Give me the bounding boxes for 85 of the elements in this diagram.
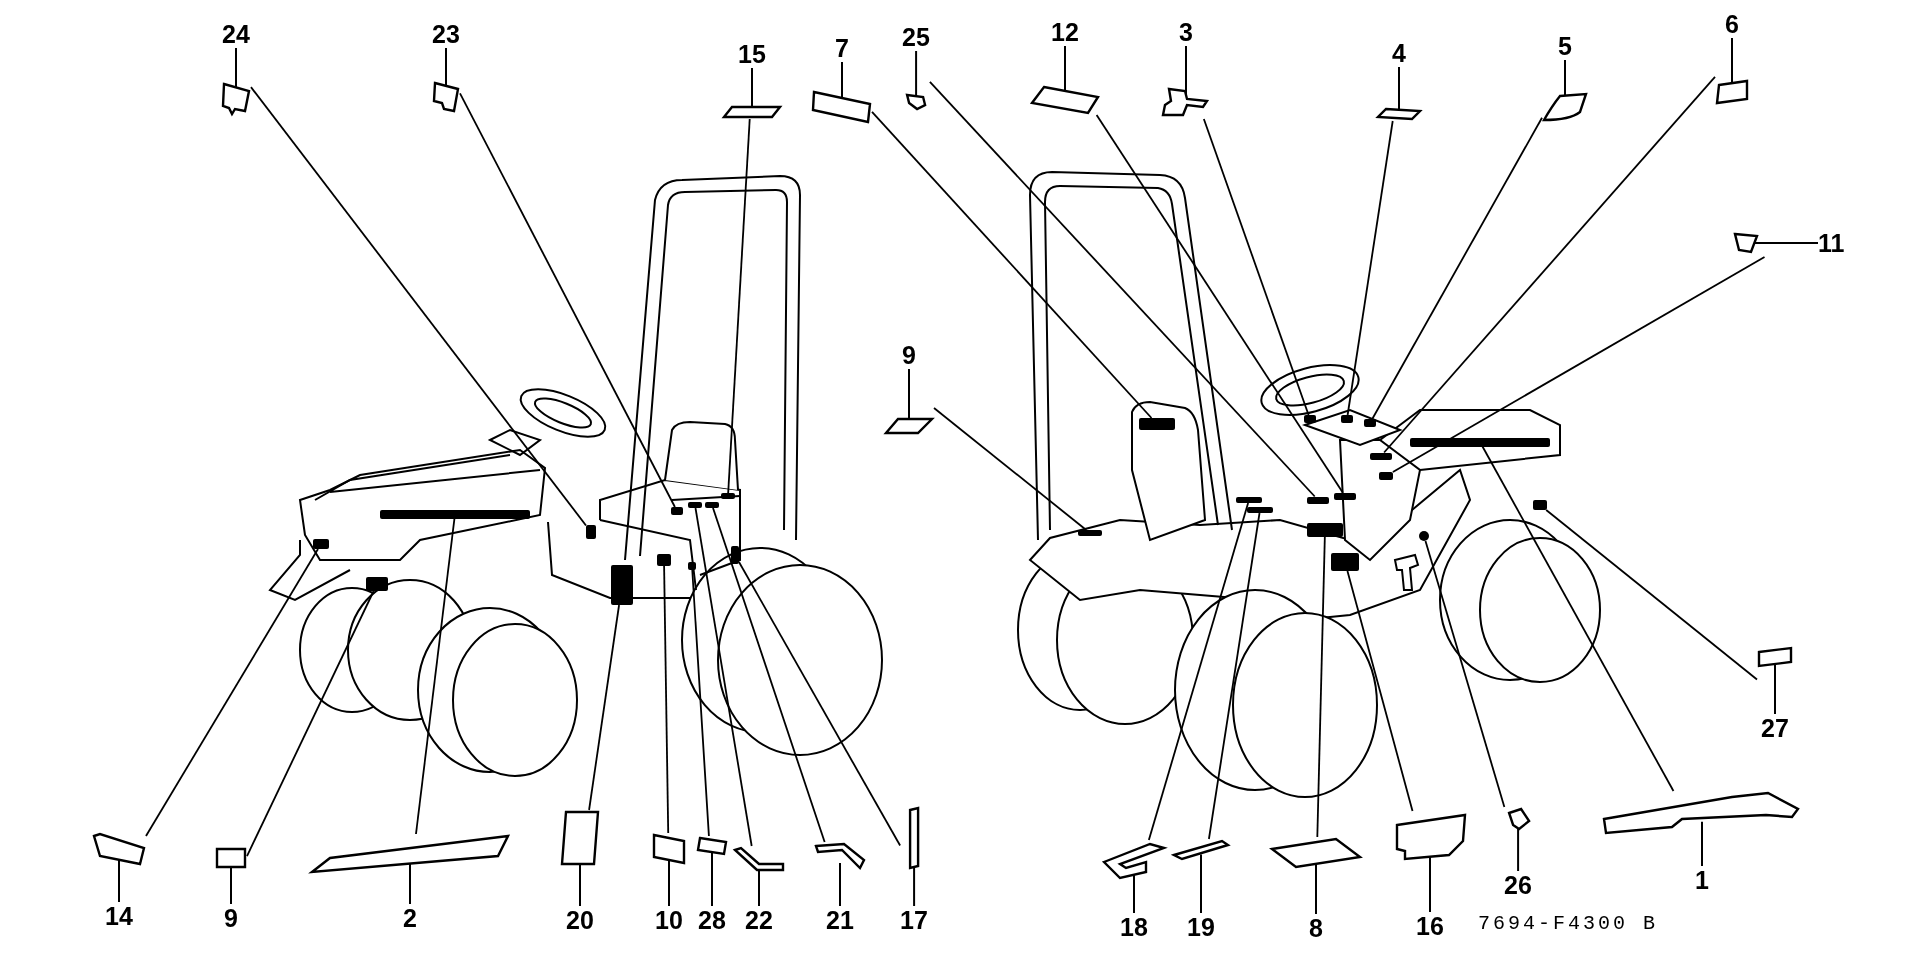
leader-line [459,92,676,508]
decal-mark [313,539,329,549]
decal-mark [611,565,633,605]
leader-line [727,118,751,494]
callout-number: 22 [745,906,773,934]
callout-number: 21 [826,906,854,934]
callout-number: 14 [105,902,133,930]
callout-number: 23 [432,20,460,48]
leader-line [246,590,375,857]
leader-line [1147,502,1249,841]
leader-line [1208,512,1261,840]
leader-line [712,507,826,843]
decal-mark [721,493,735,499]
decal-mark [1379,472,1393,480]
callout-number: 16 [1416,912,1444,940]
leader-line [1481,445,1675,792]
decal-mark [1078,530,1102,536]
decal-mark [1364,419,1376,427]
callout-number: 15 [738,40,766,68]
decal-mark [1331,553,1359,571]
leader-line [1383,75,1716,454]
leader-line [691,569,710,837]
decal-mark [705,502,719,508]
decal-mark [1370,452,1392,460]
callout-number: 26 [1504,871,1532,899]
decal-mark [1307,523,1343,537]
callout-number: 1 [1695,866,1709,894]
decal-mark [657,554,671,566]
leader-line [1316,536,1326,838]
callout-number: 18 [1120,913,1148,941]
leader-line [1545,509,1758,681]
leader-line [663,565,670,834]
leader-line [933,407,1088,531]
callout-number: 17 [900,906,928,934]
leader-line [1392,256,1766,473]
callout-number: 7 [835,34,849,62]
leader-line [1095,114,1344,494]
decal-mark [1236,497,1262,503]
callout-number: 6 [1725,10,1739,38]
decal-mark [1410,437,1550,447]
callout-number: 11 [1818,229,1845,257]
callout-number: 20 [566,906,594,934]
decal-mark [1341,415,1353,423]
decal-mark [1334,492,1356,500]
decal-mark [1304,415,1316,423]
leader-line [1346,120,1394,416]
callout-number: 5 [1558,32,1572,60]
callout-number: 9 [902,341,916,369]
leader-line [1371,116,1543,420]
decal-mark [366,577,388,591]
decal-mark [586,525,596,539]
callout-number: 19 [1187,913,1215,941]
callout-number: 10 [655,906,683,934]
leader-line [588,604,620,811]
drawing-code: 7694-F4300 B [1478,912,1659,935]
callout-number: 24 [222,20,250,48]
leader-line [1346,570,1414,812]
decal-mark [1247,507,1273,513]
decal-mark [688,562,696,570]
callout-number: 25 [902,23,930,51]
leader-line [250,86,587,527]
callout-number: 2 [403,904,417,932]
callout-number: 27 [1761,714,1789,742]
callout-number: 12 [1051,18,1079,46]
decal-mark [688,502,702,508]
leader-line [1424,540,1506,808]
callout-number: 3 [1179,18,1193,46]
decal-mark [1307,496,1329,504]
leader-line [415,517,456,835]
leader-line [1202,118,1310,416]
decal-mark [671,507,683,515]
leader-line [145,548,319,837]
decal-mark [1139,418,1175,430]
decal-mark [1533,500,1547,510]
callout-number: 28 [698,906,726,934]
leader-line [929,81,1316,498]
decal-mark [380,509,530,519]
leader-line [871,110,1153,419]
callout-number: 4 [1392,39,1406,67]
decal-mark [731,546,739,564]
leader-line [694,507,753,847]
leader-line [738,561,901,847]
callout-number: 9 [224,904,238,932]
decal-mark [1419,531,1429,541]
callout-number: 8 [1309,914,1323,942]
